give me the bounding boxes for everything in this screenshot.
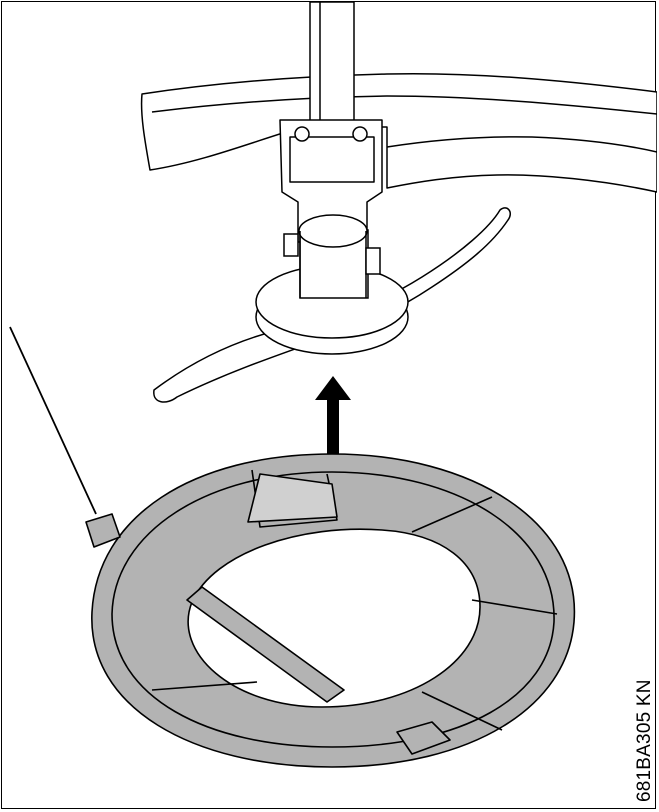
figure-reference-code: 681BA305 KN <box>634 679 655 802</box>
blade-hub <box>255 214 409 355</box>
up-arrow <box>315 376 351 454</box>
transport-guard <box>85 453 576 768</box>
thin-rod <box>9 326 97 515</box>
drive-shaft <box>309 2 355 133</box>
deflector-shield <box>140 72 657 193</box>
